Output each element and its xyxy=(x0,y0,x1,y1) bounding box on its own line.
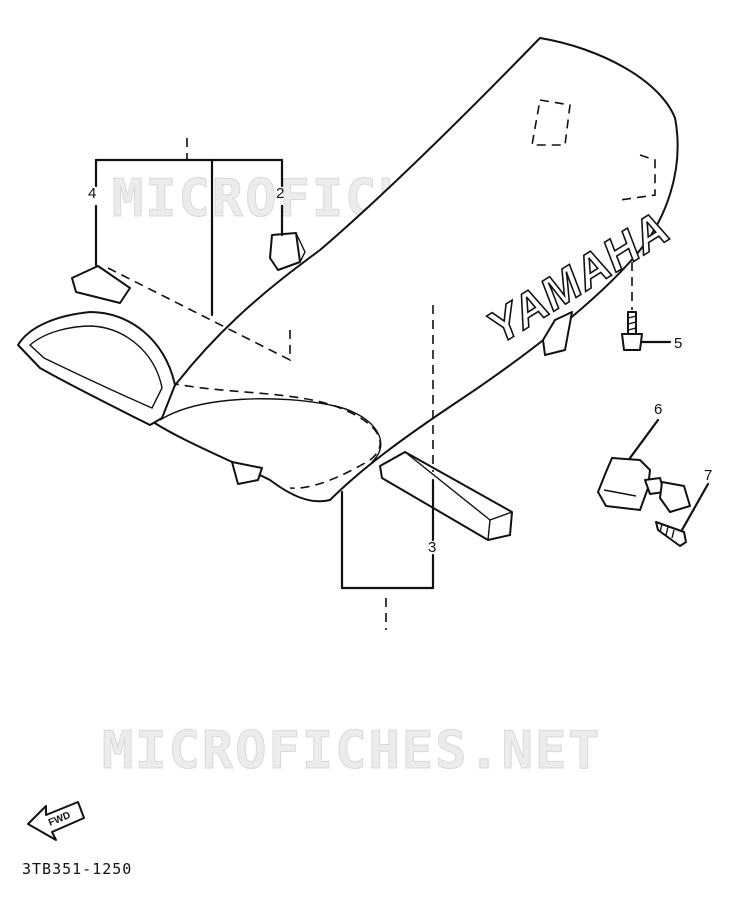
bolt xyxy=(621,262,643,351)
watermark-bottom: MICROFICHES.NET xyxy=(102,721,602,781)
seat-lock xyxy=(597,457,691,513)
damper-block xyxy=(71,265,131,304)
seat-bracket xyxy=(269,232,306,271)
leader-lines xyxy=(94,138,710,630)
callout-3: 3 xyxy=(428,539,436,556)
callout-4: 4 xyxy=(88,185,96,202)
callout-5: 5 xyxy=(674,335,682,352)
callout-6: 6 xyxy=(654,401,662,418)
seat-assembly: YAMAHA xyxy=(149,37,679,503)
seat-bar xyxy=(379,451,513,541)
forward-arrow-icon: FWD xyxy=(27,801,85,841)
screw xyxy=(655,521,687,547)
rear-tray xyxy=(17,311,176,426)
diagram-code: 3TB351-1250 xyxy=(22,860,132,878)
callout-2: 2 xyxy=(276,185,284,202)
callout-7: 7 xyxy=(704,467,712,484)
